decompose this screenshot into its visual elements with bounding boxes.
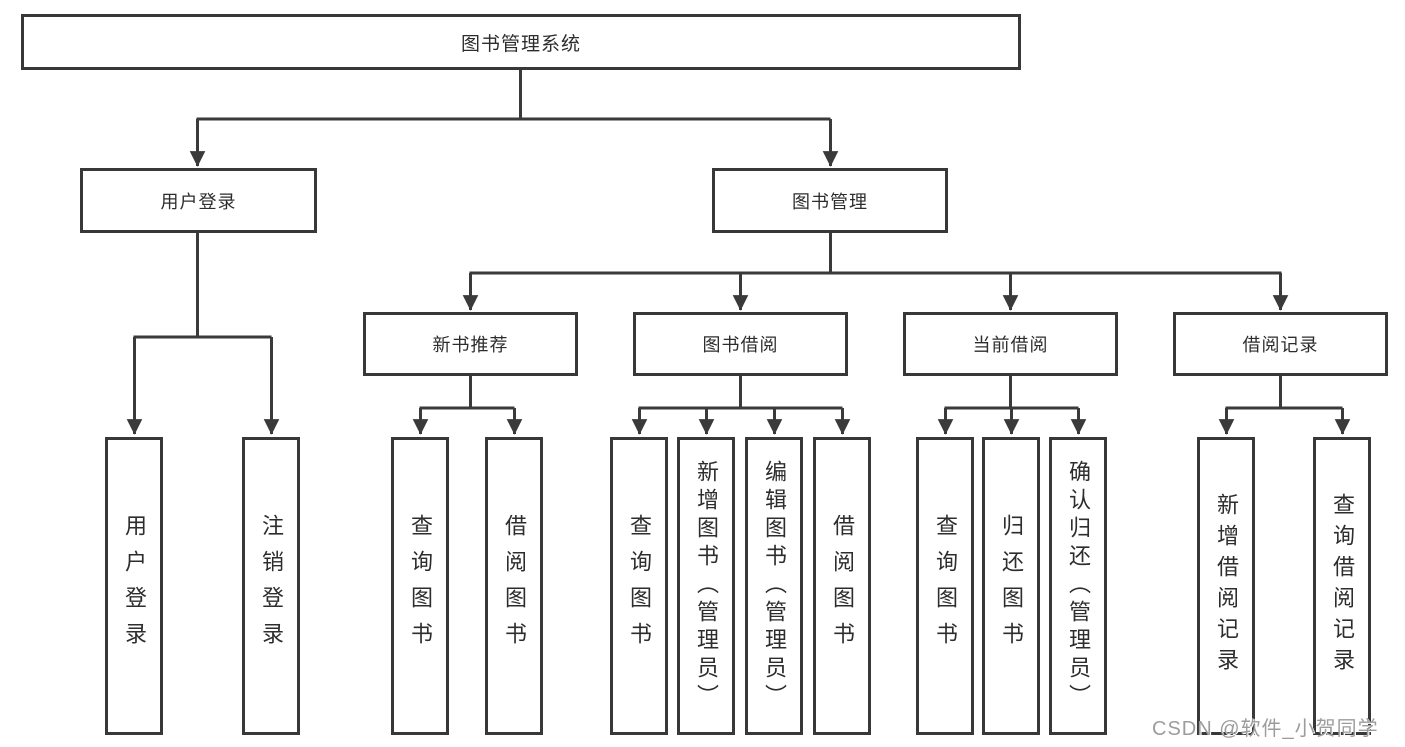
leaf-edit-book-admin: 编辑图书（管理员） (745, 437, 803, 735)
node-user-login: 用户登录 (80, 168, 317, 233)
node-book-borrowing: 图书借阅 (633, 312, 848, 376)
leaf-query-books-recommend-label: 查询图书 (408, 514, 433, 658)
node-book-borrowing-label: 图书借阅 (702, 335, 779, 355)
arrow-lines (126, 119, 1351, 435)
leaf-query-books-current-label: 查询图书 (933, 514, 958, 658)
leaf-add-book-admin: 新增图书（管理员） (677, 437, 735, 735)
leaf-borrow-books: 借阅图书 (813, 437, 871, 735)
node-current-borrowing: 当前借阅 (903, 312, 1118, 376)
node-borrowing-records-label: 借阅记录 (1242, 335, 1319, 355)
leaf-query-books-borrow: 查询图书 (610, 437, 668, 735)
leaf-logout-label: 注销登录 (259, 514, 284, 658)
leaf-query-books-recommend: 查询图书 (391, 437, 449, 735)
leaf-return-book-label: 归还图书 (999, 514, 1024, 658)
leaf-return-book: 归还图书 (982, 437, 1040, 735)
leaf-borrow-books-recommend-label: 借阅图书 (502, 514, 527, 658)
leaf-logout: 注销登录 (242, 437, 300, 735)
node-new-book-recommend-label: 新书推荐 (432, 335, 509, 355)
node-new-book-recommend: 新书推荐 (363, 312, 578, 376)
node-root: 图书管理系统 (21, 14, 1021, 70)
node-user-login-label: 用户登录 (160, 191, 237, 212)
node-book-management: 图书管理 (712, 168, 948, 233)
leaf-add-book-admin-label: 新增图书（管理员） (694, 460, 719, 712)
node-borrowing-records: 借阅记录 (1173, 312, 1388, 376)
leaf-borrow-books-label: 借阅图书 (830, 514, 855, 658)
node-root-label: 图书管理系统 (460, 33, 581, 55)
leaf-user-login: 用户登录 (105, 437, 163, 735)
node-current-borrowing-label: 当前借阅 (972, 335, 1049, 355)
leaf-query-borrow-record-label: 查询借阅记录 (1330, 493, 1355, 679)
leaf-query-books-current: 查询图书 (916, 437, 974, 735)
leaf-confirm-return-admin: 确认归还（管理员） (1049, 437, 1107, 735)
leaf-query-borrow-record: 查询借阅记录 (1313, 437, 1371, 735)
leaf-confirm-return-admin-label: 确认归还（管理员） (1066, 460, 1091, 712)
leaf-borrow-books-recommend: 借阅图书 (485, 437, 543, 735)
leaf-add-borrow-record-label: 新增借阅记录 (1214, 493, 1239, 679)
leaf-add-borrow-record: 新增借阅记录 (1197, 437, 1255, 735)
node-book-management-label: 图书管理 (792, 191, 868, 212)
csdn-watermark: CSDN @软件_小贺同学 (1152, 718, 1379, 740)
leaf-user-login-label: 用户登录 (122, 514, 147, 658)
leaf-edit-book-admin-label: 编辑图书（管理员） (762, 460, 787, 712)
leaf-query-books-borrow-label: 查询图书 (627, 514, 652, 658)
